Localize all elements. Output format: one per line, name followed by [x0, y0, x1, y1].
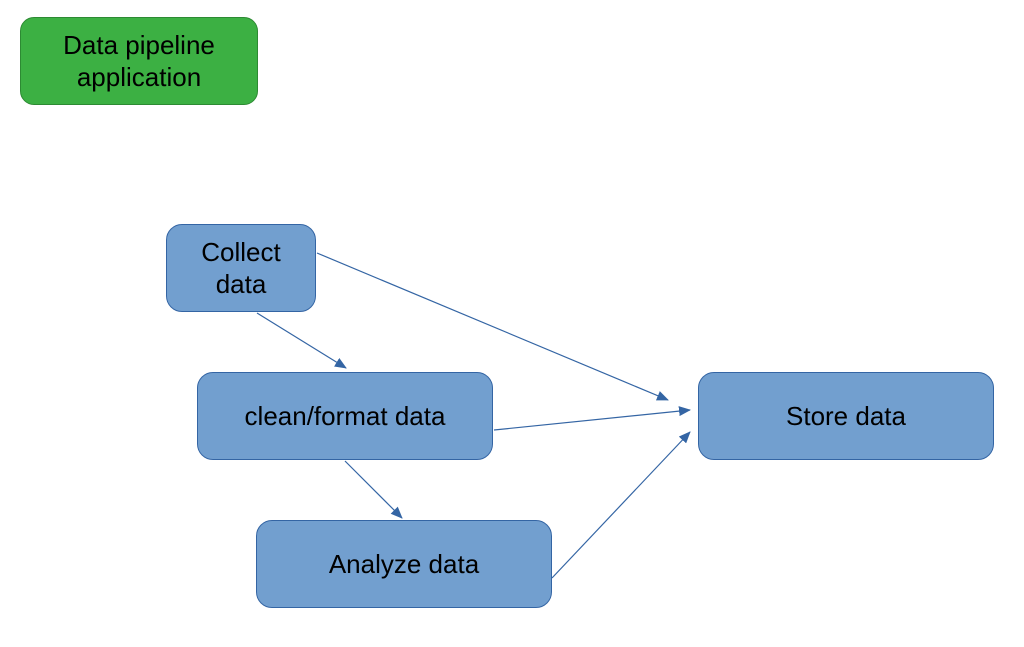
edge-collect-to-clean: [256, 312, 347, 369]
node-collect-data-label: Collect data: [201, 236, 281, 300]
edge-clean-to-analyze: [344, 460, 403, 519]
edge-analyze-to-store: [551, 431, 691, 579]
node-analyze-data-label: Analyze data: [328, 548, 480, 579]
title-box-label: Data pipeline application: [63, 29, 215, 93]
node-store-data: Store data: [698, 372, 994, 460]
node-analyze-data: Analyze data: [256, 520, 552, 608]
node-clean-format-data-label: clean/format data: [244, 400, 446, 431]
node-clean-format-data: clean/format data: [197, 372, 493, 460]
node-collect-data: Collect data: [166, 224, 316, 312]
node-store-data-label: Store data: [786, 400, 906, 431]
edge-clean-to-store: [493, 406, 691, 431]
title-box: Data pipeline application: [20, 17, 258, 105]
